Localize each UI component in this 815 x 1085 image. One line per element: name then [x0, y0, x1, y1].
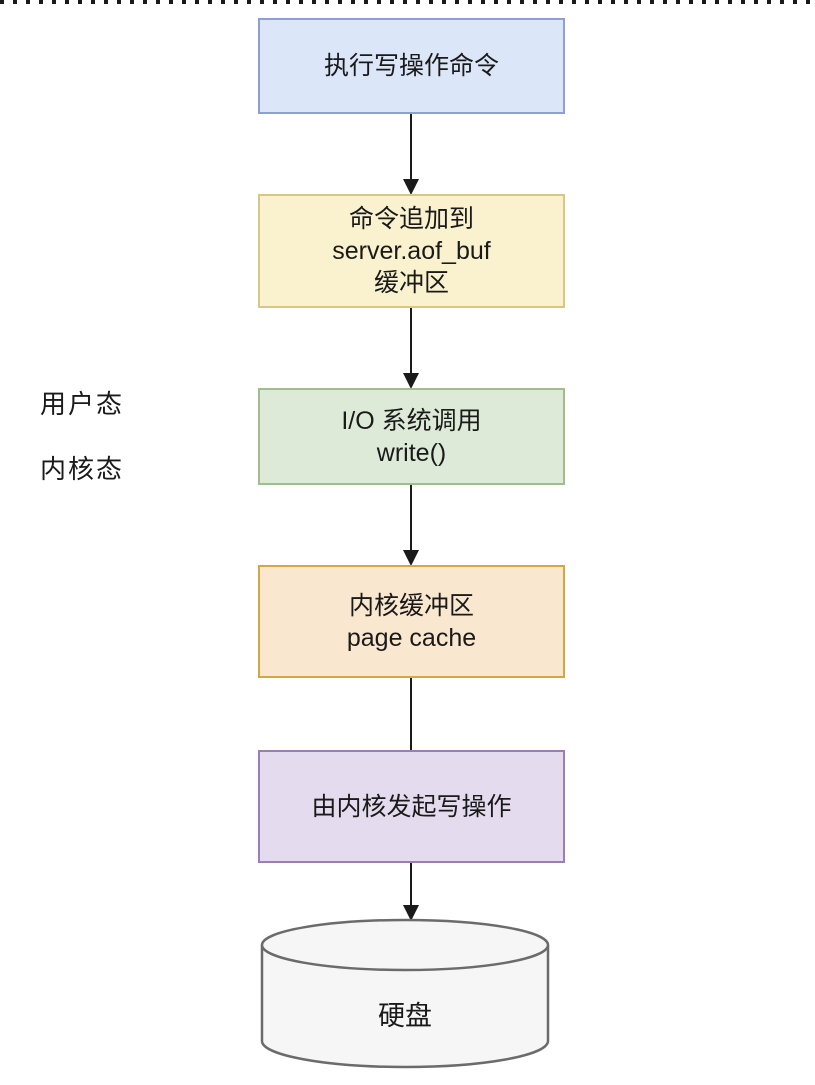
user-mode-label: 用户态 [40, 389, 125, 419]
node-label: 内核缓冲区 [348, 591, 474, 620]
node-label: write() [376, 438, 447, 467]
flow-node-disk [260, 918, 550, 1070]
kernel-mode-label: 内核态 [40, 454, 125, 484]
arrow-down-icon [403, 550, 419, 566]
connector-kernelwrite-to-disk [410, 862, 412, 907]
node-label: 命令追加到 [348, 205, 474, 233]
cylinder-shape-icon [260, 918, 550, 1069]
flow-node-aof-buffer: 命令追加到 server.aof_buf 缓冲区 [258, 194, 565, 308]
flow-node-execute-command: 执行写操作命令 [258, 18, 565, 114]
node-label: 缓冲区 [373, 269, 449, 297]
connector-execute-to-aofbuf [410, 113, 412, 181]
connector-syscall-to-pagecache [410, 484, 412, 552]
flow-node-kernel-write: 由内核发起写操作 [258, 750, 565, 863]
arrow-down-icon [403, 373, 419, 389]
arrow-down-icon [403, 905, 419, 921]
flow-node-page-cache: 内核缓冲区 page cache [258, 565, 565, 678]
node-label: I/O 系统调用 [341, 406, 482, 435]
node-label: 执行写操作命令 [323, 52, 499, 80]
arrow-down-icon [403, 179, 419, 195]
user-kernel-divider-line [0, 0, 815, 4]
connector-aofbuf-to-syscall [410, 307, 412, 375]
node-label: server.aof_buf [332, 237, 491, 265]
flow-node-io-syscall: I/O 系统调用 write() [258, 388, 565, 485]
node-label: 由内核发起写操作 [311, 792, 512, 821]
connector-pagecache-to-kernelwrite [410, 677, 412, 751]
node-label: page cache [346, 623, 477, 652]
disk-label: 硬盘 [378, 1001, 432, 1031]
